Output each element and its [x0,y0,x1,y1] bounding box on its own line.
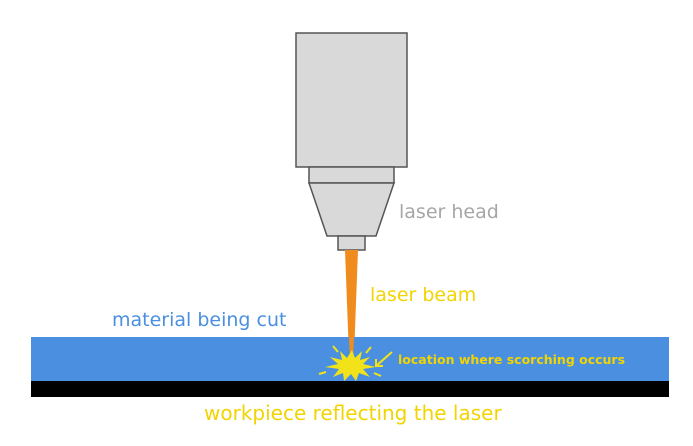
scorch-location-label: location where scorching occurs [398,352,626,367]
laser-head-collar [308,166,395,184]
material-label: material being cut [112,309,287,331]
workpiece-layer [31,381,669,397]
workpiece-label: workpiece reflecting the laser [204,401,502,425]
laser-head-tip [337,235,366,251]
laser-head-body [295,32,408,168]
laser-beam-label: laser beam [370,284,477,306]
spark-ray [332,345,339,353]
laser-beam [345,250,358,356]
spark-ray [318,371,327,375]
spark-ray [365,346,372,354]
scorch-callout-arrow [375,351,393,367]
laser-head-nozzle [307,182,396,237]
scorch-spark [325,350,376,381]
laser-head-label: laser head [399,201,499,223]
scorch-callout-arrowhead [375,359,383,367]
spark-ray [373,372,382,377]
